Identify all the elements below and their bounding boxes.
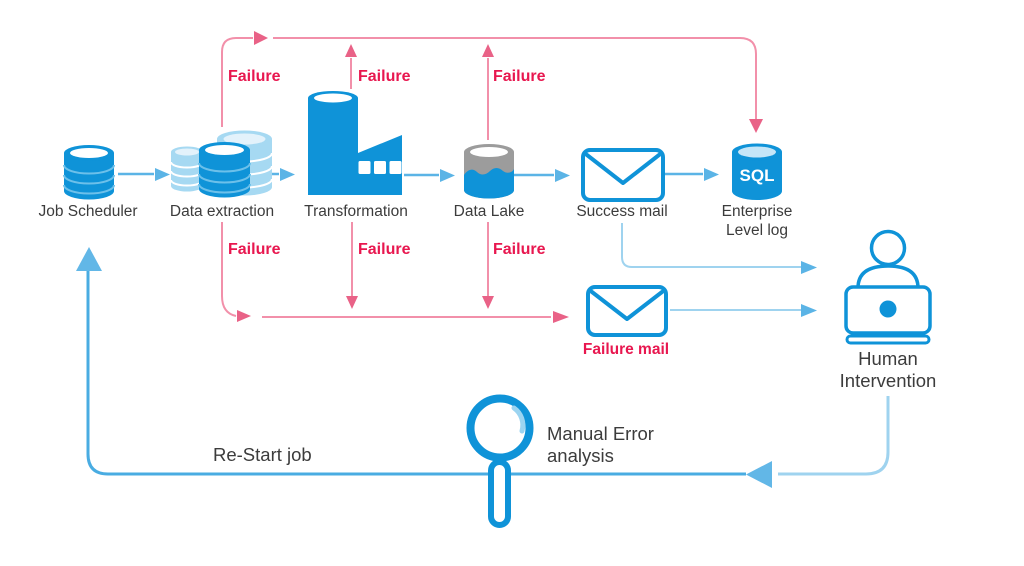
failure-mail-envelope-icon xyxy=(586,285,668,337)
person-laptop-icon xyxy=(844,229,932,345)
restart-job-label: Re-Start job xyxy=(213,444,312,465)
database-cylinder-icon xyxy=(63,145,115,200)
success-mail-label: Success mail xyxy=(576,203,668,220)
failure-label-top-3: Failure xyxy=(493,68,546,85)
failure-down-extraction xyxy=(221,222,237,317)
failure-down-arrow-transformation xyxy=(346,296,358,309)
failure-rail-top-to-sql xyxy=(273,37,757,120)
flow-arrow-success-mail xyxy=(555,169,570,182)
human-intervention-label-line1: Human xyxy=(858,348,918,369)
failure-label-bottom-3: Failure xyxy=(493,241,546,258)
data-lake-label: Data Lake xyxy=(453,203,525,220)
arrow-failure-mail-to-human xyxy=(801,304,817,317)
arrow-success-to-human xyxy=(801,261,817,274)
database-stack-icon xyxy=(170,130,273,198)
failure-label-bottom-1: Failure xyxy=(228,241,281,258)
data-lake-cylinder-icon xyxy=(464,144,514,199)
failure-down-arrow-data-lake xyxy=(482,296,494,309)
restart-line xyxy=(86,270,746,476)
line-human-down xyxy=(778,396,890,476)
sql-database-icon: SQL xyxy=(732,143,782,200)
manual-error-analysis-label: Manual Error analysis xyxy=(547,423,654,467)
transformation-label: Transformation xyxy=(304,203,408,220)
flow-arrow-extraction xyxy=(155,168,170,181)
failure-rail-top-start xyxy=(221,37,253,127)
restart-left-arrowhead xyxy=(746,461,772,488)
factory-icon xyxy=(308,91,402,195)
failure-down-arrow-extraction xyxy=(237,310,251,322)
failure-rail-top-arrowhead xyxy=(254,31,268,45)
manual-error-label-line2: analysis xyxy=(547,445,614,467)
failure-label-top-2: Failure xyxy=(358,68,411,85)
enterprise-log-label: Enterprise Level log xyxy=(722,203,793,240)
enterprise-log-label-line1: Enterprise xyxy=(721,203,793,220)
magnifier-icon xyxy=(466,394,534,528)
flow-arrow-transformation xyxy=(280,168,295,181)
manual-error-label-line1: Manual Error xyxy=(547,423,654,444)
sql-icon-text: SQL xyxy=(740,166,775,185)
restart-up-arrowhead xyxy=(76,247,102,271)
human-intervention-label: Human Intervention xyxy=(840,348,937,392)
failure-label-bottom-2: Failure xyxy=(358,241,411,258)
failure-mail-label: Failure mail xyxy=(582,341,670,358)
line-success-to-human xyxy=(621,223,801,268)
failure-arrow-into-failure-mail xyxy=(553,311,569,323)
failure-label-top-1: Failure xyxy=(228,68,281,85)
flow-arrow-sql xyxy=(704,168,719,181)
human-intervention-label-line2: Intervention xyxy=(839,370,937,392)
data-extraction-label: Data extraction xyxy=(169,203,275,220)
flow-arrow-data-lake xyxy=(440,169,455,182)
failure-arrow-into-sql xyxy=(749,119,763,133)
job-scheduler-label: Job Scheduler xyxy=(38,203,138,220)
success-mail-envelope-icon xyxy=(581,148,665,202)
failure-up-arrow-transformation xyxy=(345,44,357,57)
enterprise-log-label-line2: Level log xyxy=(725,221,789,239)
failure-up-arrow-data-lake xyxy=(482,44,494,57)
